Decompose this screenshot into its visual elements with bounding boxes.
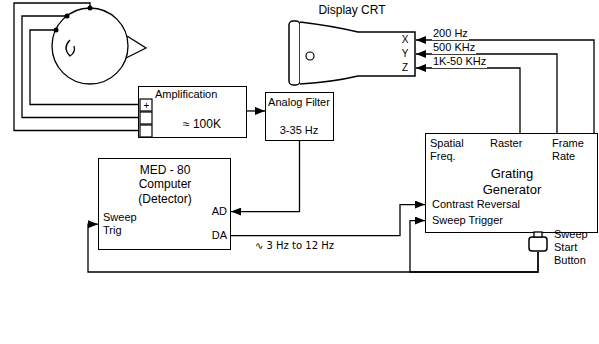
frequency-label: 500 KHz [432,41,476,54]
signal-connector [416,68,520,133]
screen-spot [306,52,314,60]
push-button: Sweep Start Button [528,232,548,252]
filter-box: Analog Filter 3-35 Hz [265,92,334,141]
button-label: Sweep Start Button [554,228,598,268]
electrode [88,6,93,11]
port-label: DA [199,229,227,242]
input-terminal [140,99,152,111]
crt-tube [300,22,415,84]
box-title: Grating Generator [464,166,560,197]
signal-connector [416,54,557,133]
input-terminal [140,112,152,124]
device-heading: Display CRT [306,3,398,17]
gain-value: ≈ 100K [183,117,241,131]
box-title: Analog Filter [268,96,330,109]
input-pin-label: Y [398,48,412,60]
signal-connector [416,40,594,133]
band-value: 3-35 Hz [268,124,330,137]
head-outline [52,8,128,84]
port-label: Sweep Trig [103,211,143,237]
crt-screen [289,21,300,85]
crt-display: Display CRTXYZ [288,20,416,86]
input-terminal [140,125,152,137]
ear [66,40,75,56]
box-title: Amplification [155,88,243,101]
electrode [65,14,70,19]
generator-box: Spatial Freq. Raster Frame RateGrating Gen… [425,133,598,233]
crt-outline [288,20,416,86]
electrode-wire [14,3,138,131]
output-label: Spatial Freq. [430,137,476,163]
input-polarity: + [141,100,152,111]
nose [126,36,146,58]
signal-connector [231,205,425,236]
input-pin-label: Z [398,62,412,74]
frequency-label: ∿ 3 Hz to 12 Hz [254,240,335,252]
input-pin-label: X [398,34,412,46]
input-label: Contrast Reversal [432,198,552,211]
electrode-wire [30,30,138,105]
output-label: Raster [490,137,534,150]
amplifier-box: Amplification+ ≈ 100K [138,86,247,138]
button-body [529,237,547,251]
output-label: Frame Rate [552,137,594,163]
computer-box: MED - 80 Computer (Detector) Sweep Trig AD… [98,158,231,250]
signal-connector [231,141,300,212]
box-title: MED - 80 Computer (Detector) [121,163,209,206]
electrode-wire [22,16,138,118]
button-cap [534,232,542,237]
electrode [54,28,59,33]
frequency-label: 1K-50 KHz [432,55,487,68]
input-label: Sweep Trigger [432,214,552,227]
frequency-label: 200 Hz [432,27,469,40]
signal-connector [247,110,265,111]
button-outline [528,232,548,252]
port-label: AD [199,205,227,218]
